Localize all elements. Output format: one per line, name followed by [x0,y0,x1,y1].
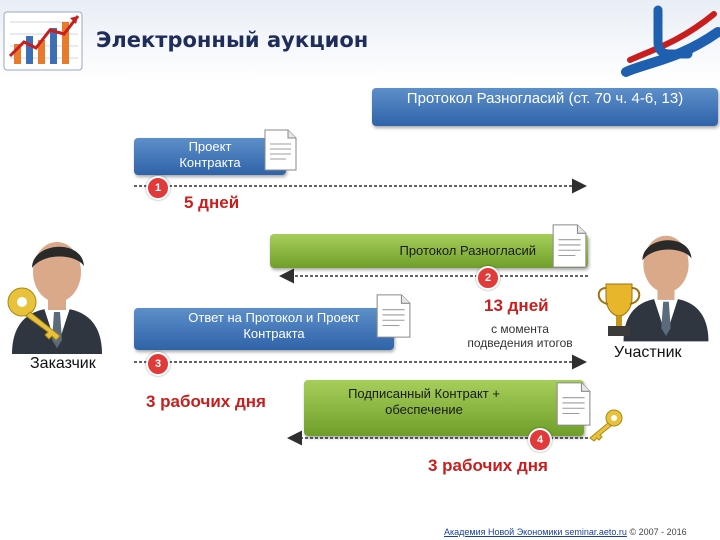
protocol-disagreements-label: Протокол Разногласий [399,243,536,258]
customer-label: Заказчик [30,355,96,372]
draft-contract-banner: Проект Контракта [134,138,286,175]
step-4-badge: 4 [528,428,552,452]
document-icon [264,129,297,171]
answer-banner: Ответ на Протокол и Проект Контракта [134,308,394,350]
step-2-badge: 2 [476,266,500,290]
participant-person-icon [623,235,709,342]
page-title: Электронный аукцион [96,28,369,52]
footer-site-link[interactable]: seminar.aeto.ru [564,527,627,537]
protocol-disagreements-banner: Протокол Разногласий [270,234,588,268]
answer-label: Ответ на Протокол и Проект Контракта [188,310,360,341]
draft-contract-label: Проект Контракта [179,139,241,170]
duration-step-1: 5 дней [184,193,240,212]
duration-step-3: 3 рабочих дня [146,392,266,411]
step-3-badge: 3 [146,352,170,376]
footer: Академия Новой Экономики seminar.aeto.ru… [444,527,687,537]
duration-step-4: 3 рабочих дня [428,456,548,475]
key-icon [589,409,623,442]
footer-org-link[interactable]: Академия Новой Экономики [444,527,565,537]
document-icon [552,224,587,268]
swoosh-logo-icon [621,5,720,77]
duration-step-2: 13 дней [484,296,549,315]
trophy-icon [597,283,641,336]
document-icon [556,382,591,426]
step-1-badge: 1 [146,176,170,200]
footer-copyright: © 2007 - 2016 [626,527,687,537]
chart-logo-icon [3,11,83,71]
document-icon [376,294,411,338]
duration-step-2-note: с момента подведения итогов [467,322,573,350]
key-icon [7,287,61,341]
signed-contract-label: Подписанный Контракт + обеспечение [348,386,500,417]
signed-contract-banner: Подписанный Контракт + обеспечение [304,380,584,436]
header-band [0,0,720,82]
participant-label: Участник [614,344,682,361]
protocol-top-banner: Протокол Разногласий (ст. 70 ч. 4-6, 13) [372,88,718,126]
